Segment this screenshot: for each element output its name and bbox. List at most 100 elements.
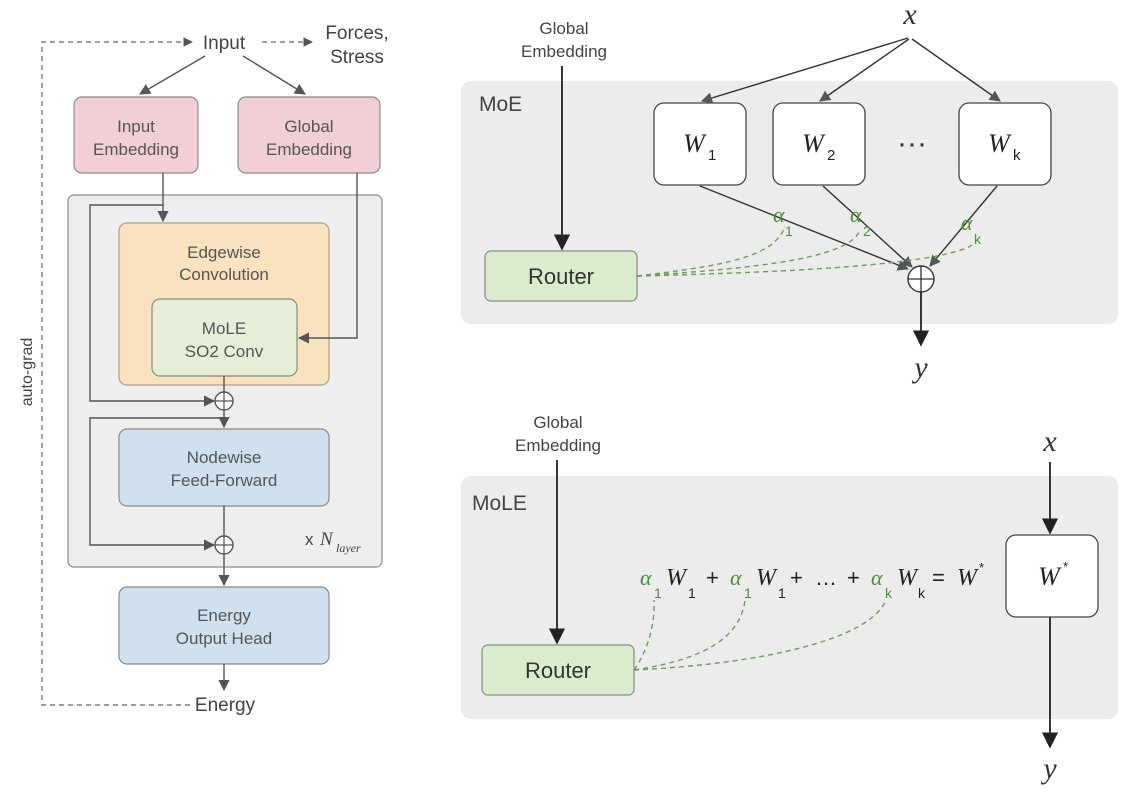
moe-w1-to-sum-arrow — [699, 185, 910, 271]
moe-expert-w2-box — [772, 102, 866, 186]
eq-w-1-sub: 1 — [688, 585, 696, 601]
moe-alpha-k: α — [961, 210, 973, 235]
moe-alpha-1: α — [773, 202, 785, 227]
eq-plus-2: + — [790, 565, 803, 590]
moe-expert-w1-box — [653, 102, 747, 186]
moe-global-line2: Embedding — [521, 42, 607, 61]
moe-x-to-wk-arrow — [911, 38, 1001, 102]
mole-wstar-label: W — [1038, 562, 1062, 591]
moe-ellipsis: ··· — [897, 127, 927, 160]
nlayer-symbol: N — [319, 529, 334, 550]
energy-head-line1: Energy — [197, 606, 251, 625]
forces-label-line2: Stress — [330, 47, 384, 68]
global-embedding-box — [237, 96, 381, 174]
eq-w-2: W — [756, 565, 778, 591]
moe-route-dash-1 — [636, 225, 786, 277]
moe-w2-to-sum-arrow — [822, 185, 913, 268]
input-to-input-embedding-arrow — [139, 55, 206, 95]
moe-alpha-1-sub: 1 — [785, 223, 793, 239]
moe-x-to-w1-arrow — [700, 37, 909, 104]
residual-skip-2 — [89, 417, 224, 551]
moe-router-label: Router — [528, 264, 594, 289]
moe-input-x: x — [902, 0, 917, 31]
auto-grad-label: auto-grad — [19, 338, 36, 407]
moe-route-dash-3 — [636, 242, 976, 277]
eq-w-star-sup: * — [979, 560, 984, 575]
eq-alpha-k-sub: k — [885, 585, 893, 601]
forces-label-line1: Forces, — [325, 23, 388, 44]
eq-w-1: W — [666, 565, 688, 591]
energy-label: Energy — [195, 695, 256, 716]
nlayer-prefix: x — [305, 530, 314, 549]
eq-dots: … — [815, 565, 837, 590]
eq-w-k: W — [897, 565, 919, 591]
residual-add-1-cross — [215, 392, 233, 410]
input-label: Input — [203, 33, 246, 54]
moe-sum-cross — [908, 266, 934, 292]
nodewise-line2: Feed-Forward — [171, 471, 278, 490]
residual-add-2-cross — [215, 536, 233, 554]
eq-alpha-2: α — [730, 565, 742, 590]
moe-global-line1: Global — [539, 19, 588, 38]
moe-alpha-2-sub: 2 — [863, 223, 871, 239]
mole-input-x: x — [1042, 425, 1057, 458]
moe-x-to-w2-arrow — [819, 38, 910, 102]
eq-w-2-sub: 1 — [778, 585, 786, 601]
nodewise-feed-forward-box — [118, 428, 330, 507]
moe-expert-wk-box — [958, 102, 1052, 186]
mole-wstar-sup: * — [1063, 559, 1068, 574]
mole-global-line1: Global — [533, 413, 582, 432]
eq-w-star: W — [957, 565, 979, 591]
left-architecture-diagram: auto-grad Input Forces, Stress Input Emb… — [19, 23, 389, 716]
nodewise-line1: Nodewise — [187, 448, 262, 467]
energy-output-head-box — [118, 586, 330, 665]
nlayer-subscript: layer — [336, 541, 361, 555]
eq-alpha-k: α — [871, 565, 883, 590]
moe-expert-w1-sub: 1 — [708, 147, 716, 164]
moe-panel-label: MoE — [479, 93, 522, 116]
global-embedding-route-arrow — [297, 173, 358, 344]
input-embedding-line2: Embedding — [93, 140, 179, 159]
mole-conv-line2: SO2 Conv — [185, 342, 264, 361]
moe-alpha-2: α — [850, 202, 862, 227]
mole-diagram: MoLE Global Embedding Router α 1 W 1 + α… — [461, 413, 1118, 785]
input-to-global-embedding-arrow — [242, 55, 306, 95]
edgewise-line2: Convolution — [179, 265, 269, 284]
moe-expert-w2-sub: 2 — [827, 147, 835, 164]
moe-alpha-k-sub: k — [974, 231, 982, 247]
moe-expert-w2-label: W — [802, 129, 826, 158]
mole-router-label: Router — [525, 658, 591, 683]
mole-conv-line1: MoLE — [202, 319, 246, 338]
mole-panel-label: MoLE — [472, 492, 527, 515]
auto-grad-dashed-path — [41, 37, 193, 706]
mole-output-y: y — [1040, 752, 1057, 785]
moe-route-dash-2 — [636, 229, 861, 277]
mole-route-dash-1 — [633, 599, 655, 671]
energy-head-line2: Output Head — [176, 629, 272, 648]
mole-wstar-box — [1005, 534, 1099, 618]
moe-diagram: MoE Global Embedding x W 1 W 2 ··· W k α… — [461, 0, 1118, 384]
eq-w-k-sub: k — [918, 585, 926, 601]
moe-expert-w1-label: W — [683, 129, 707, 158]
residual-skip-1 — [89, 204, 216, 407]
edgewise-line1: Edgewise — [187, 243, 261, 262]
mole-global-line2: Embedding — [515, 436, 601, 455]
eq-plus-1: + — [706, 565, 719, 590]
moe-wk-to-sum-arrow — [929, 185, 998, 267]
moe-expert-wk-label: W — [988, 129, 1012, 158]
eq-alpha-1-sub: 1 — [654, 585, 662, 601]
moe-expert-wk-sub: k — [1013, 147, 1021, 164]
global-embedding-line2: Embedding — [266, 140, 352, 159]
eq-alpha-2-sub: 1 — [744, 585, 752, 601]
mole-equation: α 1 W 1 + α 1 W 1 + … + α k W k = W * — [640, 560, 984, 601]
mole-route-dash-3 — [633, 599, 887, 671]
input-embedding-line1: Input — [117, 117, 155, 136]
eq-plus-3: + — [847, 565, 860, 590]
moe-output-y: y — [911, 351, 928, 384]
input-embedding-box — [73, 96, 199, 174]
eq-equals: = — [932, 565, 945, 590]
mole-route-dash-2 — [633, 599, 746, 671]
global-embedding-line1: Global — [284, 117, 333, 136]
eq-alpha-1: α — [640, 565, 652, 590]
